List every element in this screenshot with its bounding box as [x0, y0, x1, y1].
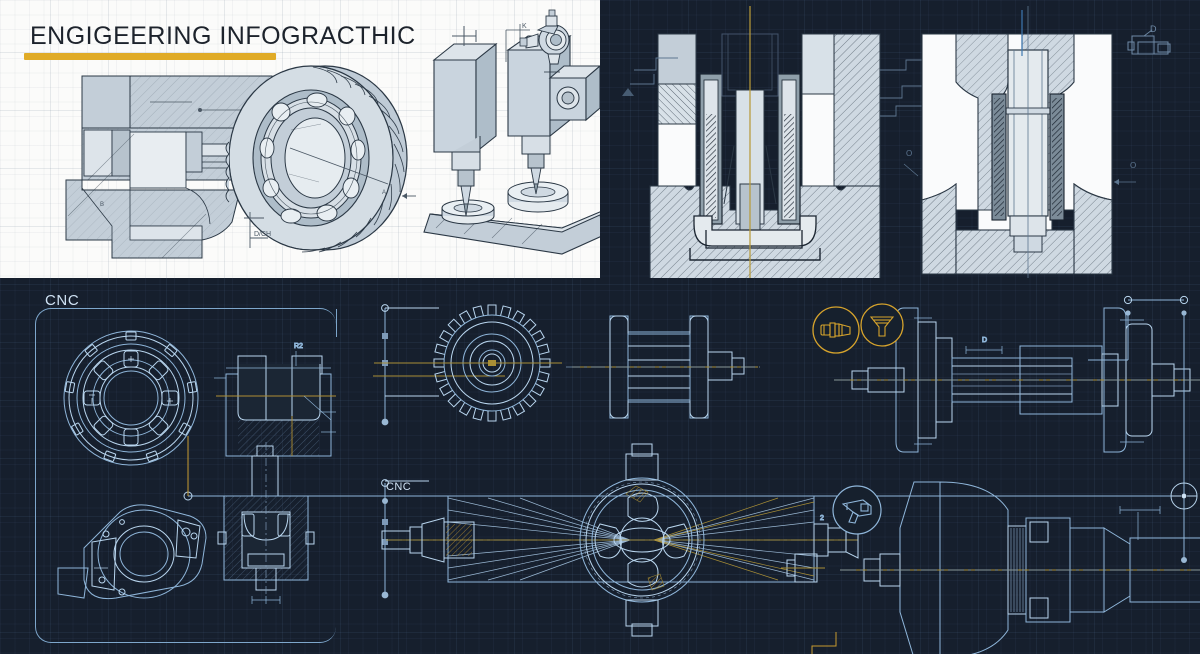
- panel-light-top-left: ENGIGEERING INFOGRACTHIC: [0, 0, 600, 278]
- housing-section-view: R2: [214, 343, 336, 457]
- gear-dimension-marker: D/CH: [244, 212, 271, 248]
- badge-funnel-bit: [860, 303, 904, 347]
- icon-badges: [812, 303, 904, 535]
- page-title: ENGIGEERING INFOGRACTHIC: [30, 22, 416, 50]
- funnel-bit-icon: [869, 316, 895, 337]
- badge-drill-tool: [832, 485, 882, 535]
- left-shaft-stub: [781, 553, 825, 583]
- cnc-dimension-label: CNC: [386, 481, 412, 493]
- hydraulic-cylinder-sections: O O D: [622, 6, 1171, 278]
- spur-gear-front-view: [374, 304, 562, 422]
- section-left: [622, 6, 940, 278]
- dimension-column-2: [381, 479, 429, 599]
- shaft-assembly-cone-diagram: 2: [381, 443, 859, 637]
- drill-tool-icon: [841, 499, 872, 524]
- spindle-assembly-top: D: [834, 307, 1200, 453]
- section-right: O O: [903, 6, 1136, 278]
- badge-clamp-tool: [812, 306, 860, 354]
- svg-text:K: K: [522, 23, 527, 30]
- cnc-drilling-head: K GE A: [289, 23, 600, 255]
- svg-text:A: A: [382, 190, 386, 196]
- svg-text:2: 2: [820, 515, 824, 522]
- helical-gear-bearing: [225, 65, 408, 253]
- cnc-frame-label: CNC: [45, 292, 80, 309]
- svg-text:B: B: [100, 202, 104, 208]
- pump-body-top-view: [57, 504, 207, 600]
- cnc-group-frame: [35, 308, 338, 643]
- pump-body-section-view: [217, 442, 315, 604]
- svg-text:O: O: [1130, 161, 1136, 170]
- small-valve-part: [519, 9, 570, 73]
- svg-text:D: D: [982, 337, 987, 344]
- clamp-tool-icon: [820, 322, 851, 338]
- svg-text:R2: R2: [294, 343, 303, 350]
- title-underline: [24, 53, 276, 60]
- corner-detail-part: D: [1127, 24, 1171, 55]
- dim-label-dch: D/CH: [254, 231, 271, 238]
- spindle-assembly-bottom: [840, 481, 1200, 654]
- rotor-side-view: [566, 315, 760, 419]
- left-arrow-marker: [402, 193, 416, 199]
- cross-section-assembly: B: [65, 75, 276, 259]
- right-measure-rails: [183, 295, 1198, 563]
- top-dimension-cross: [452, 26, 477, 46]
- svg-text:O: O: [906, 149, 912, 158]
- light-panel-drawings: B: [65, 9, 600, 259]
- svg-text:D: D: [1150, 24, 1157, 34]
- badge-leader-gold: [811, 632, 837, 654]
- bottom-blueprint-group: R2: [57, 295, 1200, 654]
